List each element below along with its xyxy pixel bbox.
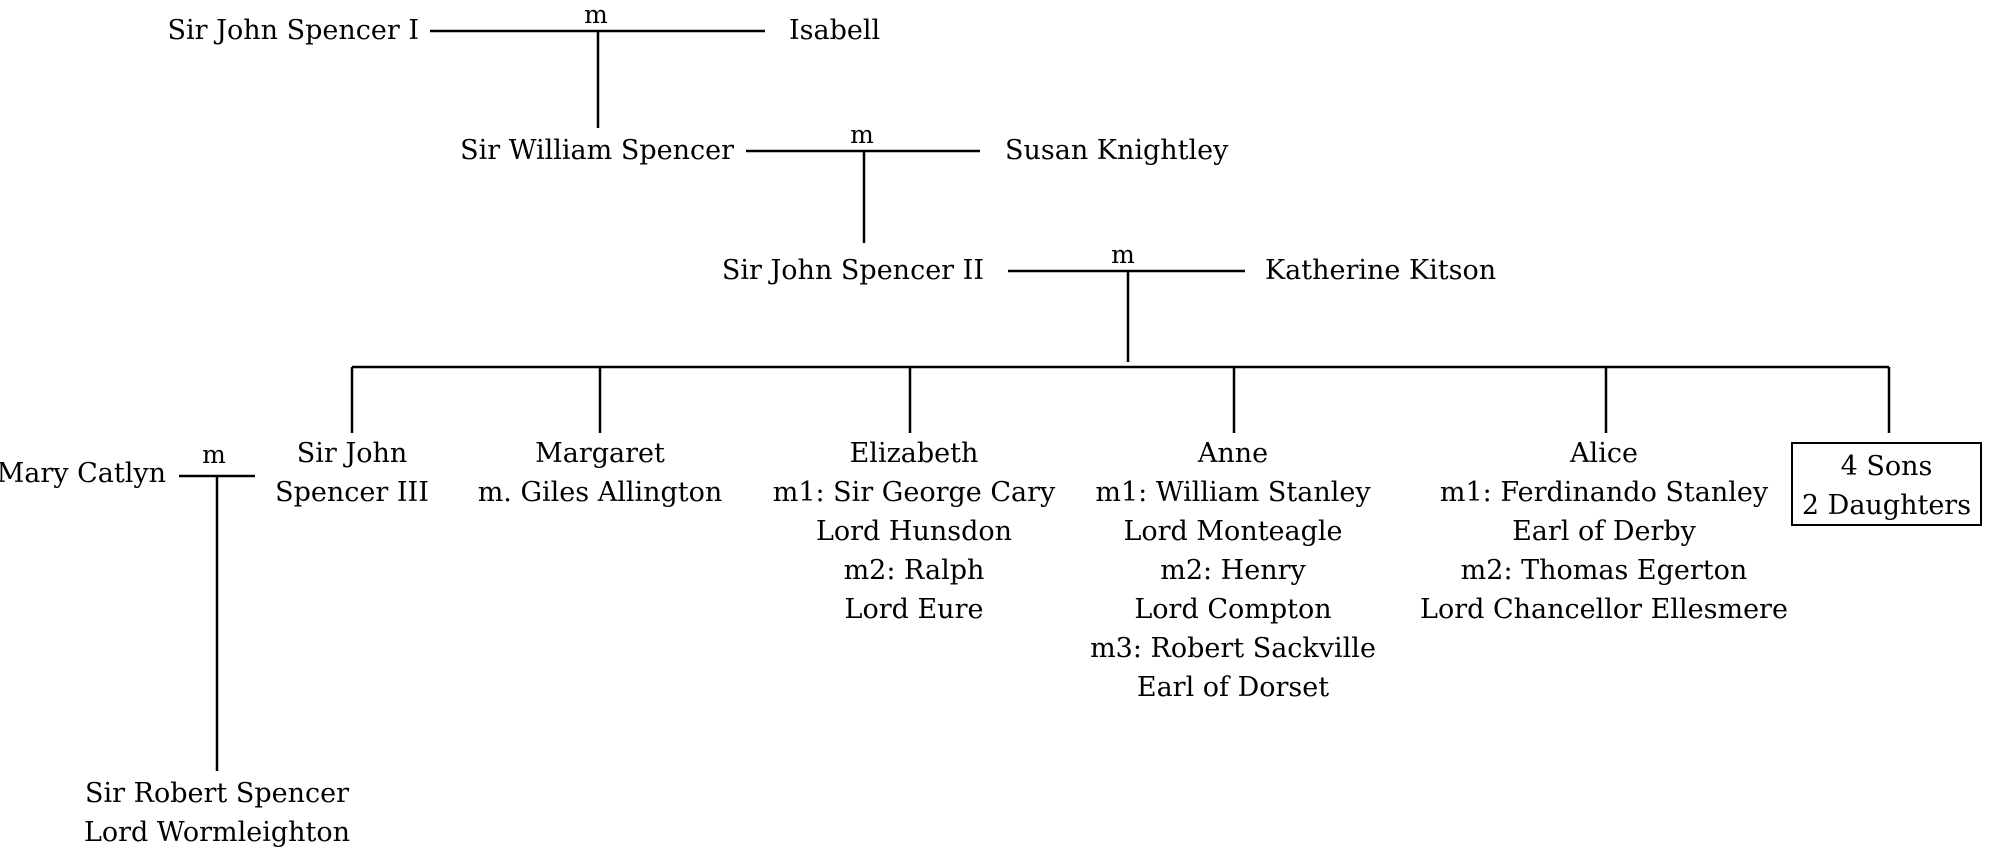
gen2-marriage-label: m [850, 120, 874, 149]
child-line: Elizabeth [849, 438, 979, 469]
child-line: Lord Eure [844, 594, 984, 625]
child-line: m2: Ralph [843, 555, 985, 586]
person-sir-john-spencer-ii: Sir John Spencer II [721, 255, 984, 286]
person-sir-john-spencer-i: Sir John Spencer I [167, 15, 419, 46]
child-line: m1: William Stanley [1095, 477, 1371, 508]
child-line: m1: Ferdinando Stanley [1439, 477, 1769, 508]
child-anne: Anne m1: William Stanley Lord Monteagle … [1090, 434, 1376, 707]
child-line: Sir Robert Spencer [85, 778, 349, 809]
child-line: Earl of Dorset [1136, 672, 1330, 703]
child-line: Margaret [535, 438, 665, 469]
child-line: m2: Henry [1160, 555, 1306, 586]
gen3-marriage-label: m [1111, 240, 1135, 269]
person-sir-william-spencer: Sir William Spencer [460, 135, 734, 166]
person-sir-robert-spencer: Sir Robert Spencer Lord Wormleighton [84, 774, 350, 852]
child-line: Lord Monteagle [1123, 516, 1343, 547]
child-margaret: Margaret m. Giles Allington [478, 434, 723, 512]
john-iii-marriage-label: m [202, 440, 226, 469]
person-susan-knightley: Susan Knightley [1005, 135, 1229, 166]
child-line: Lord Chancellor Ellesmere [1420, 594, 1788, 625]
child-line: m1: Sir George Cary [772, 477, 1056, 508]
child-line: 4 Sons [1840, 451, 1933, 482]
child-line: m. Giles Allington [477, 477, 723, 508]
child-elizabeth: Elizabeth m1: Sir George Cary Lord Hunsd… [773, 434, 1056, 629]
gen1-marriage-label: m [584, 0, 608, 29]
child-line: 2 Daughters [1801, 490, 1972, 521]
child-line: Alice [1570, 438, 1638, 469]
child-line: m2: Thomas Egerton [1460, 555, 1748, 586]
child-line: m3: Robert Sackville [1090, 633, 1376, 664]
child-line: Anne [1197, 438, 1269, 469]
child-line: Spencer III [275, 477, 429, 508]
person-isabell: Isabell [789, 15, 881, 46]
child-line: Sir John [296, 438, 408, 469]
other-children-box: 4 Sons 2 Daughters [1791, 442, 1982, 526]
child-line: Lord Compton [1134, 594, 1332, 625]
person-mary-catlyn: Mary Catlyn [0, 458, 166, 489]
child-alice: Alice m1: Ferdinando Stanley Earl of Der… [1420, 434, 1788, 629]
person-katherine-kitson: Katherine Kitson [1265, 255, 1497, 286]
child-line: Lord Wormleighton [83, 817, 351, 848]
child-line: Lord Hunsdon [815, 516, 1013, 547]
child-line: Earl of Derby [1512, 516, 1696, 547]
child-sir-john-spencer-iii: Sir John Spencer III [275, 434, 429, 512]
